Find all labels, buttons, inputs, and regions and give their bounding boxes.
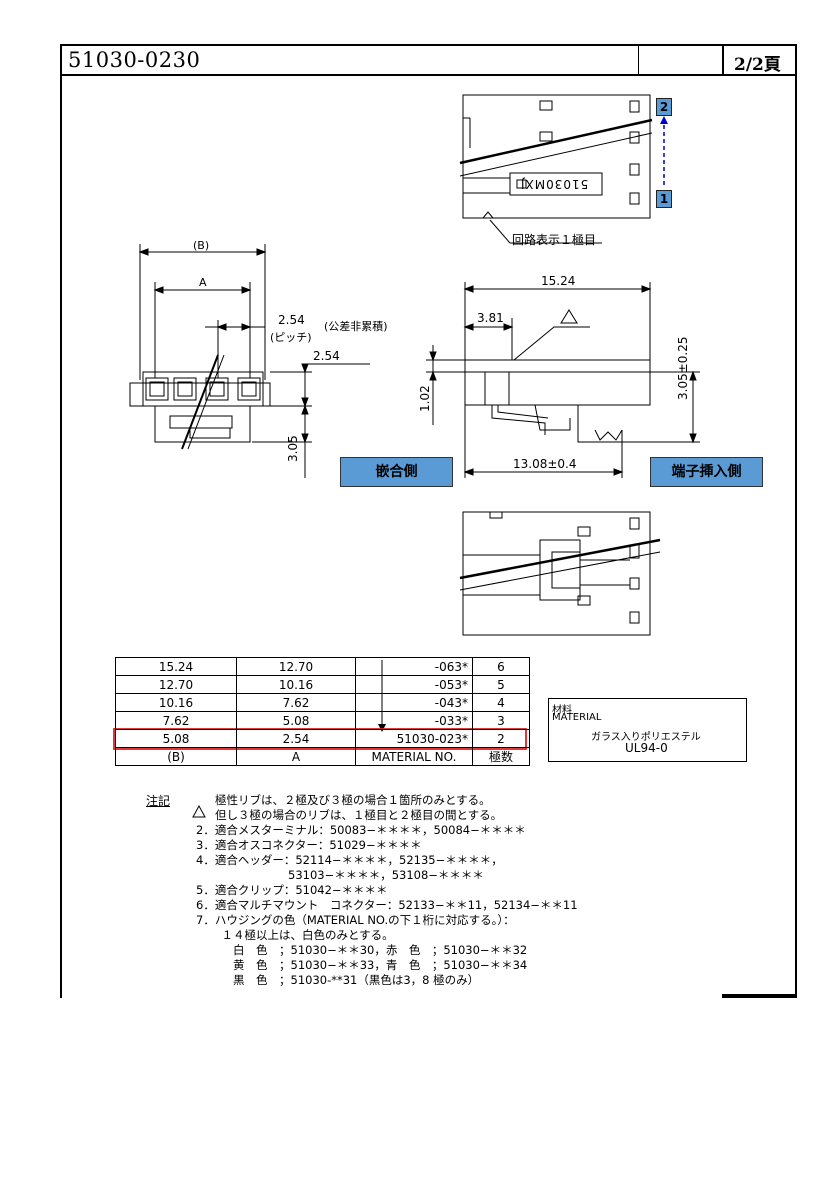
note-line: 極性リブは、２極及び３極の場合１箇所のみとする。: [215, 793, 491, 807]
note-line: 7．ハウジングの色（MATERIAL NO.の下１桁に対応する。）：: [196, 913, 515, 927]
table-row: 5.08 2.54 51030-023* 2: [115, 729, 530, 748]
material-suffix: -043*: [434, 695, 468, 710]
title-block: 51030-0230 2/2頁: [60, 44, 797, 76]
note-line: 6．適合マルチマウント コネクター：52133−＊＊11，52134−＊＊11: [196, 898, 578, 912]
title-divider: [638, 46, 639, 74]
table-header-row: (B) A MATERIAL NO. 極数: [115, 747, 530, 766]
top-view: [459, 94, 653, 244]
table-cell: -033*: [355, 711, 473, 730]
table-cell: 7.62: [236, 693, 356, 712]
table-row: 7.62 5.08 -033* 3: [115, 711, 530, 730]
table-cell: 12.70: [236, 657, 356, 676]
table-row: 12.70 10.16 -053* 5: [115, 675, 530, 694]
table-cell: 10.16: [115, 693, 237, 712]
front-view: [129, 244, 370, 478]
part-number: 51030-0230: [68, 48, 201, 72]
mating-side-badge: 嵌合側: [340, 457, 453, 487]
side-height: 3.05±0.25: [676, 336, 690, 401]
table-cell: -053*: [355, 675, 473, 694]
note-line: 3．適合オスコネクター：51029−＊＊＊＊: [196, 838, 422, 852]
note-line: 白 色 ；51030−＊＊30，赤 色 ；51030−＊＊32: [210, 943, 528, 957]
material-desc: ガラス入りポリエステル: [591, 732, 701, 743]
side-view: [426, 282, 700, 478]
right-dim: 2.54: [313, 349, 340, 363]
note-line: 53103−＊＊＊＊，53108−＊＊＊＊: [196, 868, 484, 882]
circuit-label: 回路表示１極目: [512, 233, 597, 247]
material-suffix: -053*: [434, 677, 468, 692]
pitch-value: 2.54: [278, 313, 305, 327]
notes-heading: 注記: [146, 794, 171, 808]
material-suffix: -033*: [434, 713, 468, 728]
table-cell: 5.08: [236, 711, 356, 730]
table-header-cell: (B): [115, 747, 237, 766]
table-cell: 2.54: [236, 729, 356, 748]
table-cell: 6: [472, 657, 530, 676]
side-width: 15.24: [541, 274, 576, 288]
pitch-note: (公差非累積): [324, 320, 388, 333]
material-suffix: -063*: [434, 659, 468, 674]
table-cell: 10.16: [236, 675, 356, 694]
table-cell: 15.24: [115, 657, 237, 676]
pitch-label: (ピッチ): [270, 331, 312, 344]
table-cell: 2: [472, 729, 530, 748]
material-label-en: MATERIAL: [552, 712, 602, 723]
table-row: 15.24 12.70 -063* 6: [115, 657, 530, 676]
table-header-cell: MATERIAL NO.: [355, 747, 473, 766]
notes-block: 極性リブは、２極及び３極の場合１箇所のみとする。 但し３極の場合のリブは、１極目…: [0, 0, 578, 987]
note-line: 但し３極の場合のリブは、１極目と２極目の間とする。: [215, 808, 503, 822]
material-no: 51030-023*: [396, 731, 468, 746]
table-cell: 7.62: [115, 711, 237, 730]
table-cell: 5.08: [115, 729, 237, 748]
engraving-text: 51030MXJ: [520, 177, 589, 191]
side-thickness: 1.02: [418, 385, 432, 412]
title-divider: [722, 46, 724, 74]
pin-label-1: 1: [656, 190, 672, 208]
table-cell: 12.70: [115, 675, 237, 694]
note-line: 黒 色 ；51030-**31（黒色は3，8 極のみ）: [210, 973, 480, 987]
material-label-jp: 材料: [552, 705, 572, 716]
table-cell: 3: [472, 711, 530, 730]
spec-table: 15.24 12.70 -063* 6 12.70 10.16 -053* 5 …: [115, 657, 530, 766]
height-dim: 3.05: [286, 435, 300, 462]
pin-label-2: 2: [656, 98, 672, 116]
side-bottom: 13.08±0.4: [513, 457, 577, 471]
table-cell: 51030-023*: [355, 729, 473, 748]
note-line: 黄 色 ；51030−＊＊33，青 色 ；51030−＊＊34: [210, 958, 528, 972]
dim-A: A: [199, 276, 207, 289]
note-line: 5．適合クリップ：51042−＊＊＊＊: [196, 883, 388, 897]
table-cell: 5: [472, 675, 530, 694]
dim-B: (B): [193, 239, 210, 252]
page-number: 2/2頁: [734, 55, 781, 75]
table-row: 10.16 7.62 -043* 4: [115, 693, 530, 712]
note-line: １４極以上は、白色のみとする。: [210, 928, 394, 942]
note-line: 2．適合メスターミナル：50083−＊＊＊＊，50084−＊＊＊＊: [196, 823, 526, 837]
table-header-cell: 極数: [472, 747, 530, 766]
bottom-view: [459, 511, 661, 636]
terminal-side-badge: 端子挿入側: [650, 457, 763, 487]
table-cell: 4: [472, 693, 530, 712]
material-grade: UL94-0: [625, 741, 668, 755]
table-cell: -043*: [355, 693, 473, 712]
table-cell: -063*: [355, 657, 473, 676]
table-header-cell: A: [236, 747, 356, 766]
side-offset: 3.81: [477, 311, 504, 325]
material-box: 材料 MATERIAL ガラス入りポリエステル UL94-0: [548, 698, 747, 762]
note-line: 4．適合ヘッダー：52114−＊＊＊＊，52135−＊＊＊＊，: [196, 853, 503, 867]
